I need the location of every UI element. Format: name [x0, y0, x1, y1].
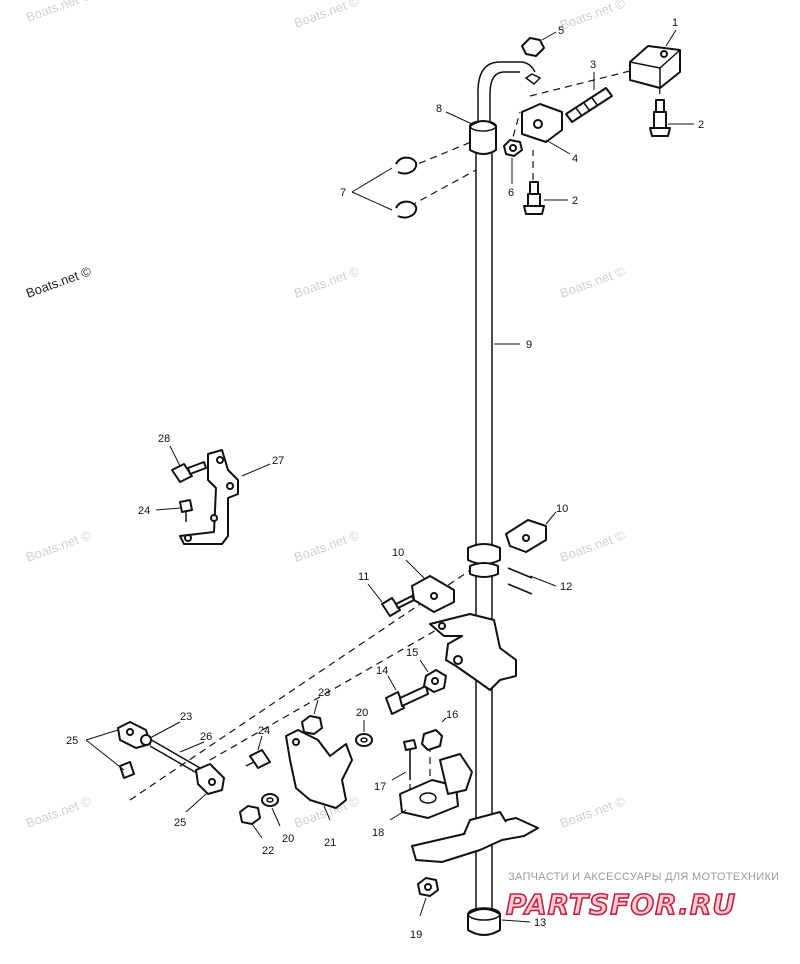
- shaft: [475, 61, 536, 920]
- part-23-nut: [301, 715, 323, 735]
- part-24-stud: [245, 749, 271, 769]
- callout-23: 23: [318, 687, 330, 699]
- part-2-bolt-bottom: [523, 181, 545, 215]
- callout-10: 10: [392, 547, 404, 559]
- callout-19: 19: [410, 929, 422, 941]
- watermark: Boats.net ©: [558, 793, 628, 831]
- callout-13: 13: [534, 917, 546, 929]
- part-15-washer: [423, 669, 447, 693]
- callout-27: 27: [272, 455, 284, 467]
- callout-5: 5: [558, 25, 564, 37]
- part-21-bracket: [285, 729, 353, 809]
- callout-7: 7: [340, 187, 346, 199]
- part-26-linkage: [117, 721, 225, 795]
- callout-1: 1: [672, 17, 678, 29]
- part-3-rod: [565, 87, 613, 123]
- part-20-washer-upper: [355, 733, 373, 747]
- callout-14: 14: [376, 665, 388, 677]
- lower-lever: [411, 811, 539, 863]
- callout-6: 6: [508, 187, 514, 199]
- part-11-screw: [381, 595, 415, 617]
- part-7-clips: [395, 156, 418, 219]
- part-17-screw: [403, 739, 417, 780]
- callout-25: 25: [66, 735, 78, 747]
- watermark: Boats.net ©: [558, 527, 628, 565]
- callout-9: 9: [526, 339, 532, 351]
- part-24-stud-upper: [179, 499, 193, 522]
- callout-25: 25: [174, 817, 186, 829]
- callout-12: 12: [560, 581, 572, 593]
- callout-24: 24: [258, 725, 270, 737]
- callout-2: 2: [572, 195, 578, 207]
- part-5-nut: [521, 37, 545, 85]
- watermark: Boats.net ©: [24, 793, 94, 831]
- watermark: Boats.net ©: [558, 263, 628, 301]
- callout-18: 18: [372, 827, 384, 839]
- brand-watermark: ЗАПЧАСТИ И АКСЕССУАРЫ ДЛЯ МОТОТЕХНИКИ PA…: [505, 871, 779, 922]
- part-8-bushing: [469, 120, 497, 155]
- part-12-pins: [507, 567, 533, 595]
- watermark: Boats.net ©: [292, 263, 362, 301]
- callout-10: 10: [556, 503, 568, 515]
- watermark: Boats.net ©: [24, 527, 94, 565]
- callout-24: 24: [138, 505, 150, 517]
- callout-17: 17: [374, 781, 386, 793]
- part-27-bracket: [179, 449, 239, 545]
- callout-8: 8: [436, 103, 442, 115]
- part-10-bracket-upper: [505, 519, 547, 553]
- callout-20: 20: [282, 833, 294, 845]
- part-10-bracket-lower: [411, 575, 455, 613]
- shaft-rings: [467, 543, 501, 578]
- part-28-bolt: [171, 461, 207, 483]
- upper-lever: [429, 613, 517, 691]
- part-2-bolt-top: [649, 99, 671, 137]
- callout-4: 4: [572, 153, 578, 165]
- callout-23: 23: [180, 711, 192, 723]
- watermark: Boats.net ©: [292, 527, 362, 565]
- callout-20: 20: [356, 707, 368, 719]
- part-14-bolt: [385, 685, 429, 715]
- part-22-nut: [239, 805, 261, 825]
- callout-2: 2: [698, 119, 704, 131]
- callout-11: 11: [358, 571, 369, 583]
- brand-tagline: ЗАПЧАСТИ И АКСЕССУАРЫ ДЛЯ МОТОТЕХНИКИ: [508, 871, 779, 883]
- part-19-nut: [417, 877, 439, 897]
- watermark: Boats.net ©: [558, 0, 628, 33]
- callout-16: 16: [446, 709, 458, 721]
- brand-logo: PARTSFOR.RU: [506, 888, 736, 921]
- callout-26: 26: [200, 731, 212, 743]
- watermark: Boats.net ©: [24, 263, 94, 301]
- callout-3: 3: [590, 59, 596, 71]
- part-13-grommet: [467, 907, 501, 936]
- callout-28: 28: [158, 433, 170, 445]
- part-16-cap: [421, 729, 443, 751]
- part-20-washer-lower: [261, 793, 279, 807]
- part-4-block: [521, 103, 563, 143]
- part-1-block: [629, 45, 681, 89]
- callout-21: 21: [324, 837, 336, 849]
- leader-lines: [85, 29, 694, 923]
- callout-labels: 1 2 2 3 4 5 6 7 8 9 10 10 11 12 13 14 15…: [66, 17, 704, 941]
- callout-22: 22: [262, 845, 274, 857]
- alignment-lines: [129, 67, 661, 801]
- watermark: Boats.net ©: [24, 0, 94, 25]
- part-6-nut: [503, 139, 523, 157]
- callout-15: 15: [406, 647, 418, 659]
- part-18-block: [399, 753, 473, 819]
- watermark: Boats.net ©: [292, 0, 362, 31]
